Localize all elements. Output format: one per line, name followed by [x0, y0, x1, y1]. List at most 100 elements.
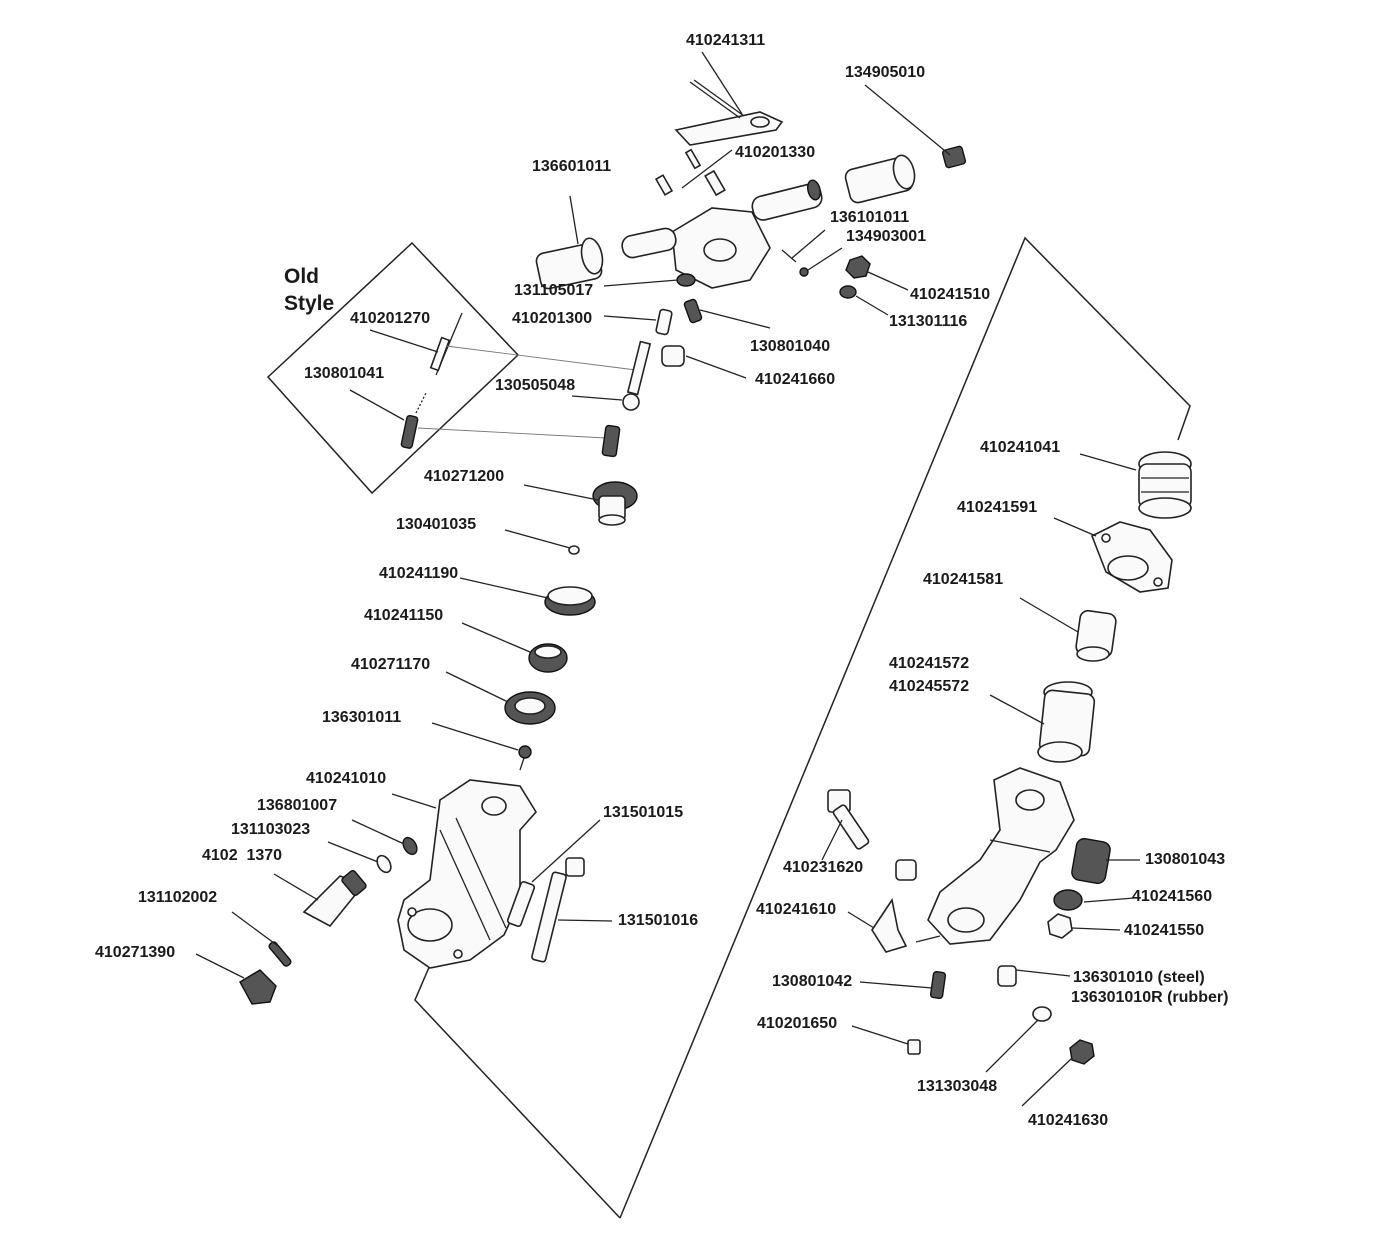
label-410271390: 410271390 [95, 944, 175, 961]
pin-131102002 [268, 941, 292, 967]
label-410241630: 410241630 [1028, 1112, 1108, 1129]
washer-131303048 [1032, 1006, 1052, 1022]
label-136801007: 136801007 [257, 797, 337, 814]
label-130401035: 130401035 [396, 516, 476, 533]
lever-part [674, 79, 784, 146]
label-130801043: 130801043 [1145, 851, 1225, 868]
label-410241510: 410241510 [910, 286, 990, 303]
label-410241610: 410241610 [756, 901, 836, 918]
spring-410241150 [528, 643, 568, 673]
ball-130505048 [622, 393, 640, 411]
assembly-frame-line [414, 964, 621, 1219]
label-410271170: 410271170 [351, 656, 430, 673]
spring-130801043 [1071, 837, 1111, 885]
nut-410241510 [845, 255, 871, 279]
assembly-frame-line [619, 236, 1191, 1219]
bushing-410241660 [661, 345, 685, 367]
old-style-title-line2: Style [284, 292, 334, 315]
spring-130801042 [929, 970, 947, 1000]
bolt-131501015 [506, 880, 536, 928]
block-410271390 [239, 969, 277, 1005]
label-410271200: 410271200 [424, 468, 504, 485]
label-131105017: 131105017 [514, 282, 593, 299]
label-410201270: 410201270 [350, 310, 430, 327]
valve-body-top [621, 179, 823, 289]
label-410241591: 410241591 [957, 499, 1037, 516]
bracket-410241610 [871, 897, 908, 953]
plug-136301010 [997, 965, 1017, 987]
plug-136301011 [518, 745, 532, 771]
small-pin-134903001 [781, 249, 809, 277]
label-130801042: 130801042 [772, 973, 852, 990]
sleeve-part-left [535, 237, 604, 290]
label-131501016: 131501016 [618, 912, 698, 929]
nut-410241550 [1047, 913, 1073, 939]
cylinder-410241572 [1037, 681, 1096, 763]
label-410201330: 410201330 [735, 144, 815, 161]
bushing-right-small [895, 859, 917, 881]
old-style-guide-line [417, 427, 607, 439]
flange-410241591 [1090, 521, 1173, 593]
bolt-131501016 [531, 857, 585, 963]
label-4102-1370: 4102 1370 [202, 847, 282, 864]
label-410241581: 410241581 [923, 571, 1003, 588]
cap-410241560 [1053, 889, 1083, 911]
spring-130801040 [683, 298, 703, 324]
label-410241041: 410241041 [980, 439, 1060, 456]
bolt-410231620 [827, 789, 870, 850]
label-136301011: 136301011 [322, 709, 401, 726]
cap-410271200 [592, 481, 638, 526]
pin-130401035 [504, 529, 580, 555]
label-136101011: 136101011 [830, 209, 909, 226]
label-410201300: 410201300 [512, 310, 592, 327]
spring-410241041 [1138, 451, 1192, 519]
label-410241150: 410241150 [364, 607, 443, 624]
label-410241572: 410241572 [889, 655, 969, 672]
washer-131301116 [839, 285, 857, 299]
label-410231620: 410231620 [783, 859, 863, 876]
nut-410241630 [1069, 1039, 1095, 1065]
housing-410241010 [397, 779, 537, 969]
label-131103023: 131103023 [231, 821, 310, 838]
label-410241311: 410241311 [686, 32, 765, 49]
sleeve-410241581 [1075, 609, 1117, 662]
label-130801040: 130801040 [750, 338, 830, 355]
old-style-pin-part [429, 312, 463, 376]
fitting-410241370 [302, 869, 367, 928]
oring-136801007 [402, 836, 418, 856]
label-410201650: 410201650 [757, 1015, 837, 1032]
sleeve-part-right [844, 154, 916, 204]
ring-410241190 [544, 586, 596, 616]
old-style-title-line1: Old [284, 265, 319, 288]
old-style-spring-part [400, 392, 427, 449]
rod-part [626, 340, 652, 396]
label-134903001: 134903001 [846, 228, 926, 245]
label-131102002: 131102002 [138, 889, 217, 906]
label-130801041: 130801041 [304, 365, 384, 382]
label-410241560: 410241560 [1132, 888, 1212, 905]
label-136301010R-rubber: 136301010R (rubber) [1071, 989, 1228, 1006]
label-410241550: 410241550 [1124, 922, 1204, 939]
label-410245572: 410245572 [889, 678, 969, 695]
oring-131103023 [376, 854, 392, 874]
label-131301116: 131301116 [889, 313, 967, 330]
top-linkage-small-parts [654, 148, 726, 197]
label-410241190: 410241190 [379, 565, 458, 582]
label-410241660: 410241660 [755, 371, 835, 388]
oring-131105017 [676, 273, 696, 287]
seal-410271170 [504, 691, 556, 725]
pin-410201300 [655, 308, 673, 336]
label-136301010-steel: 136301010 (steel) [1073, 969, 1205, 986]
label-134905010: 134905010 [845, 64, 925, 81]
leader-lines [195, 51, 1140, 1107]
label-136601011: 136601011 [532, 158, 611, 175]
plug-134905010 [941, 145, 967, 169]
label-410241010: 410241010 [306, 770, 386, 787]
housing-right-part [927, 767, 1075, 945]
label-130505048: 130505048 [495, 377, 575, 394]
label-131501015: 131501015 [603, 804, 683, 821]
label-131303048: 131303048 [917, 1078, 997, 1095]
spring-lower-part [601, 424, 621, 458]
old-style-guide-line [445, 345, 637, 371]
